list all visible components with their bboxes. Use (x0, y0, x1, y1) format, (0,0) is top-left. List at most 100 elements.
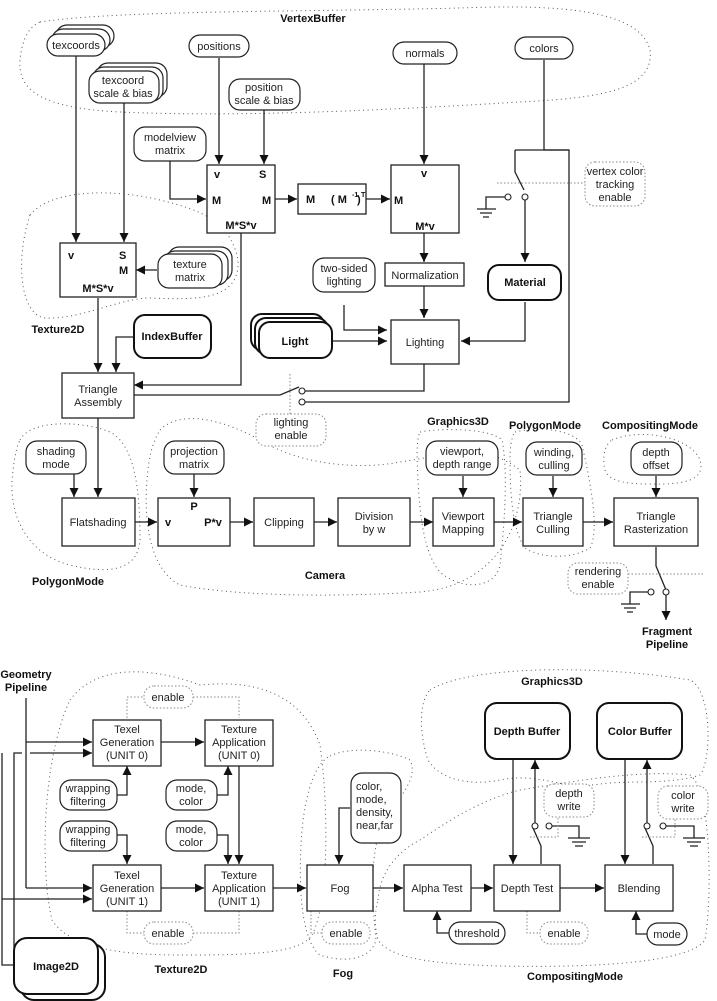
alpha-test-block: Alpha Test (403, 864, 472, 912)
color-write-switch[interactable]: color write (657, 785, 709, 820)
compositingmode-bottom-region (374, 773, 710, 967)
depth-write-switch[interactable]: depth write (543, 783, 595, 818)
svg-text:enable: enable (151, 692, 184, 704)
svg-text:scale & bias: scale & bias (93, 88, 153, 100)
depth-test-block: Depth Test (493, 864, 561, 912)
svg-text:color: color (179, 796, 203, 808)
svg-text:position: position (245, 82, 283, 94)
svg-text:v: v (68, 250, 75, 262)
svg-text:Normalization: Normalization (391, 270, 458, 282)
ground-color-write (666, 825, 705, 847)
lighting-enable-switch[interactable]: lighting enable (255, 413, 327, 447)
switch-node-color-write (643, 822, 651, 830)
normalization-block: Normalization (384, 262, 465, 287)
depth-test-enable-switch[interactable]: enable (539, 921, 589, 945)
svg-text:enable: enable (547, 928, 580, 940)
texture-enable-1-switch[interactable]: enable (143, 921, 194, 945)
svg-text:Rasterization: Rasterization (624, 524, 688, 536)
wire-color-tracking-switch (514, 150, 525, 191)
wire-mode-blending (631, 911, 647, 935)
svg-text:v: v (214, 169, 221, 181)
svg-text:filtering: filtering (70, 837, 105, 849)
svg-text:Depth Buffer: Depth Buffer (494, 726, 561, 738)
svg-text:threshold: threshold (454, 928, 499, 940)
triangle-assembly-block: Triangle Assembly (61, 372, 135, 419)
texel-generation-unit0-block: Texel Generation (UNIT 0) (92, 719, 162, 767)
texture-application-unit0-block: Texture Application (UNIT 0) (204, 719, 274, 767)
svg-text:enable: enable (598, 192, 631, 204)
svg-text:M: M (212, 195, 221, 207)
rendering-enable-switch[interactable]: rendering enable (567, 562, 629, 595)
svg-text:vertex color: vertex color (587, 166, 644, 178)
wire-pos-assembly (134, 232, 242, 390)
texture-enable-0-switch[interactable]: enable (143, 685, 194, 709)
svg-text:v: v (421, 168, 428, 180)
svg-text:Lighting: Lighting (406, 337, 445, 349)
depth-buffer-object[interactable]: Depth Buffer (484, 702, 571, 760)
switch-node-lit (298, 387, 306, 395)
dotline-depth-write (530, 817, 559, 838)
svg-text:depth: depth (555, 788, 583, 800)
material-object[interactable]: Material (487, 264, 562, 301)
position-transform-block: v S M M M*S*v (206, 164, 276, 234)
wire-wrap1 (117, 834, 132, 864)
svg-text:S: S (259, 169, 266, 181)
wire-blending-switch (644, 827, 654, 864)
svg-text:modelview: modelview (144, 132, 196, 144)
svg-text:( M: ( M (331, 194, 347, 206)
svg-text:filtering: filtering (70, 796, 105, 808)
division-by-w-block: Division by w (337, 497, 411, 547)
svg-text:enable: enable (151, 928, 184, 940)
svg-text:texture: texture (173, 259, 207, 271)
svg-text:Triangle: Triangle (533, 511, 572, 523)
modelview-matrix-input: modelview matrix (133, 126, 207, 162)
svg-text:matrix: matrix (155, 145, 185, 157)
svg-text:scale & bias: scale & bias (234, 95, 294, 107)
light-object[interactable]: Light (250, 313, 333, 359)
svg-text:P*v: P*v (204, 517, 223, 529)
svg-text:color: color (671, 790, 695, 802)
wire-twosided-lighting (343, 305, 387, 335)
position-scale-bias-input: position scale & bias (228, 78, 301, 111)
svg-text:matrix: matrix (179, 459, 209, 471)
svg-text:color,: color, (356, 781, 382, 793)
svg-text:Geometry: Geometry (0, 669, 52, 681)
svg-text:M*v: M*v (415, 221, 435, 233)
colors-input: colors (514, 36, 574, 60)
fog-enable-switch[interactable]: enable (321, 921, 371, 945)
image2d-object[interactable]: Image2D (13, 937, 106, 1001)
dotline-tex-enable-0 (126, 696, 240, 718)
svg-text:lighting: lighting (274, 417, 309, 429)
svg-text:mode,: mode, (176, 824, 207, 836)
svg-text:Alpha Test: Alpha Test (411, 883, 462, 895)
dotline-color-write (642, 817, 676, 838)
wire-lighting-switch (134, 386, 300, 396)
index-buffer-object[interactable]: IndexBuffer (133, 314, 212, 359)
ground-vertex-color (477, 196, 506, 218)
vertex-color-tracking-switch[interactable]: vertex color tracking enable (584, 161, 646, 207)
camera-region (145, 418, 522, 596)
graphics3d-bottom-region (420, 669, 709, 786)
svg-text:texcoord: texcoord (102, 75, 144, 87)
color-buffer-object[interactable]: Color Buffer (596, 702, 683, 760)
wire-threshold (432, 911, 449, 934)
svg-text:-1: -1 (352, 192, 358, 199)
texcoord-transform-block: v S M M*S*v (59, 242, 137, 298)
svg-text:Triangle: Triangle (636, 511, 675, 523)
flatshading-block: Flatshading (61, 497, 136, 547)
svg-text:Viewport: Viewport (442, 511, 485, 523)
svg-text:M: M (394, 195, 403, 207)
svg-text:(UNIT 1): (UNIT 1) (106, 896, 148, 908)
svg-text:tracking: tracking (596, 179, 635, 191)
svg-text:Pipeline: Pipeline (5, 682, 47, 694)
svg-text:depth range: depth range (433, 459, 492, 471)
svg-text:enable: enable (274, 430, 307, 442)
svg-text:wrapping: wrapping (65, 783, 111, 795)
svg-text:S: S (119, 250, 126, 262)
group-label-compositingmode-mid: CompositingMode (602, 420, 698, 432)
wire-wrap0 (117, 766, 132, 796)
switch-node-fragment (662, 588, 670, 596)
svg-text:density,: density, (356, 807, 393, 819)
compositingmode-mid-region (603, 434, 702, 485)
switch-node-depth-write (531, 822, 539, 830)
